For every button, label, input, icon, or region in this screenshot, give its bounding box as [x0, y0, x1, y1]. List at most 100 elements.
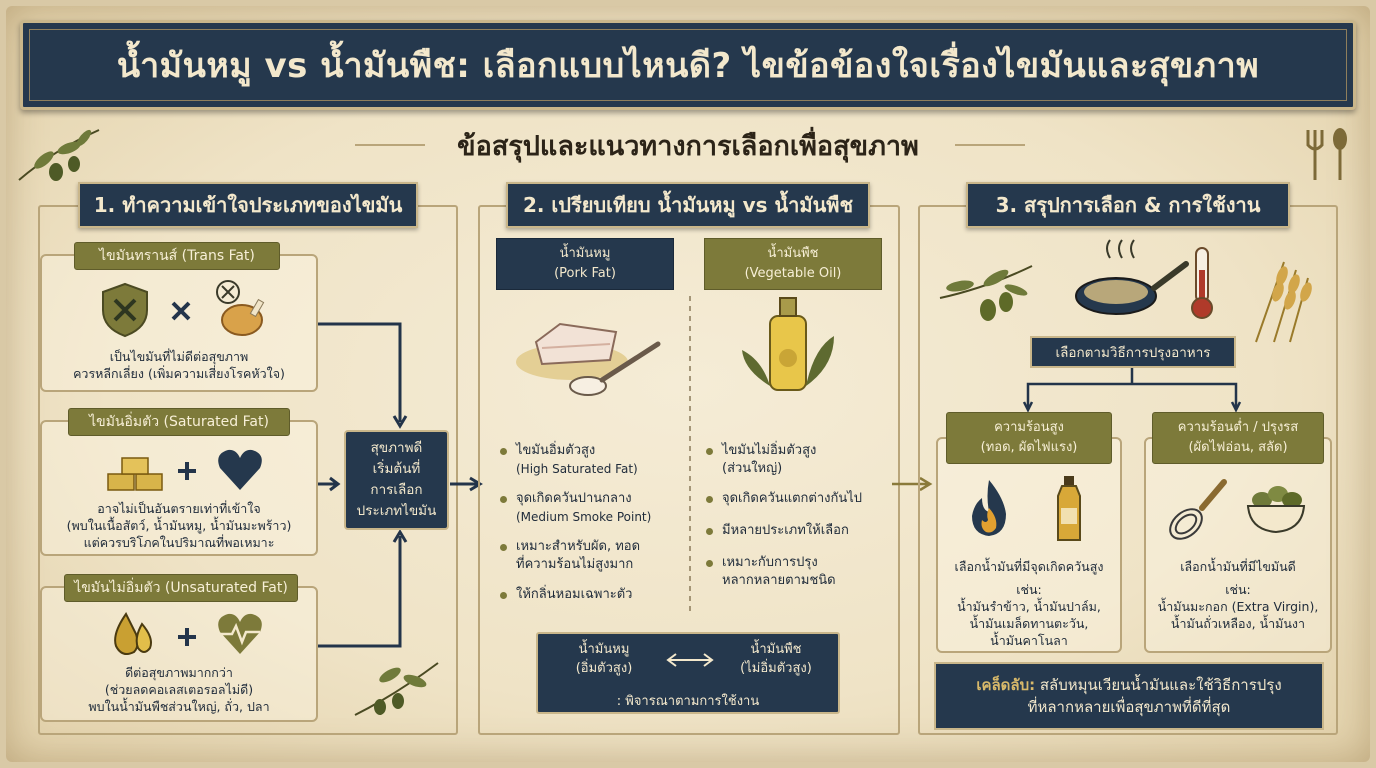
pork-bullet-1-main: ไขมันอิ่มตัวสูง: [516, 443, 596, 458]
butter-blocks-icon: [107, 457, 163, 491]
subtitle-rule-left: [355, 144, 425, 146]
low-heat-ex-2: น้ำมันถั่วเหลือง, น้ำมันงา: [1170, 616, 1306, 631]
saturated-fat-card: ไขมันอิ่มตัว (Saturated Fat) อาจไม่เป็นอ…: [40, 408, 318, 556]
column1-heading: 1. ทำความเข้าใจประเภทของไขมัน: [66, 182, 430, 230]
high-heat-sub: (ทอด, ผัดไฟแรง): [980, 440, 1078, 455]
saturated-fat-tag: ไขมันอิ่มตัว (Saturated Fat): [68, 408, 290, 436]
compare-right: น้ำมันพืช (ไม่อิ่มตัวสูง): [724, 640, 828, 678]
column3-heading: 3. สรุปการเลือก & การใช้งาน: [954, 182, 1302, 230]
frying-pan-icon: [1075, 239, 1189, 315]
unsaturated-fat-line-1: ดีต่อสุขภาพมากกว่า: [125, 665, 233, 680]
subtitle: ข้อสรุปและแนวทางการเลือกเพื่อสุขภาพ: [457, 131, 919, 162]
high-heat-title: ความร้อนสูง: [994, 420, 1064, 435]
pork-bullet: เหมาะสำหรับผัด, ทอดที่ความร้อนไม่สูงมาก: [500, 538, 684, 574]
trans-fat-desc: เป็นไขมันที่ไม่ดีต่อสุขภาพ ควรหลีกเลี่ยง…: [42, 348, 316, 382]
pork-bullet-2-sub: (Medium Smoke Point): [516, 510, 652, 524]
unsaturated-fat-desc: ดีต่อสุขภาพมากกว่า (ช่วยลดคอเลสเตอรอลไม่…: [42, 664, 316, 715]
double-arrow-icon: [666, 653, 714, 667]
high-heat-tag: ความร้อนสูง (ทอด, ผัดไฟแรง): [946, 412, 1112, 464]
veg-bullet: เหมาะกับการปรุงหลากหลายตามชนิด: [706, 554, 892, 590]
veg-bullet-3-main: มีหลายประเภทให้เลือก: [722, 523, 849, 538]
pork-fat-bullets: ไขมันอิ่มตัวสูง(High Saturated Fat) จุดเ…: [500, 442, 684, 616]
low-heat-card: [1144, 437, 1332, 653]
plus-icon: [178, 462, 196, 480]
veg-bullet-4-main: เหมาะกับการปรุง: [722, 555, 818, 570]
pork-fat-tag: น้ำมันหมู (Pork Fat): [496, 238, 674, 290]
unsaturated-fat-line-2: (ช่วยลดคอเลสเตอรอลไม่ดี): [104, 682, 254, 697]
olive-branch-icon: [18, 129, 100, 181]
vegetable-oil-title: น้ำมันพืช: [767, 246, 819, 261]
pork-bullet-3-main: เหมาะสำหรับผัด, ทอด: [516, 539, 641, 554]
trans-fat-card: ไขมันทรานส์ (Trans Fat) เป็นไขมันที่ไม่ด…: [40, 242, 318, 392]
center-summary-box: สุขภาพดี เริ่มต้นที่ การเลือก ประเภทไขมั…: [344, 430, 449, 530]
tip-banner: เคล็ดลับ: สลับหมุนเวียนน้ำมันและใช้วิธีก…: [924, 662, 1334, 730]
high-heat-card: [936, 437, 1122, 653]
column2-heading: 2. เปรียบเทียบ น้ำมันหมู vs น้ำมันพืช: [494, 182, 882, 230]
veg-bullet-1-main: ไขมันไม่อิ่มตัวสูง: [722, 443, 817, 458]
low-heat-desc: เลือกน้ำมันที่มีไขมันดี เช่น: น้ำมันมะกอ…: [1146, 558, 1330, 632]
vegetable-oil-sub: (Vegetable Oil): [744, 266, 842, 281]
compare-left-title: น้ำมันหมู: [578, 642, 630, 657]
low-heat-sub: (ผัดไฟอ่อน, สลัด): [1188, 440, 1288, 455]
veg-bullet-1-sub: (ส่วนใหญ่): [722, 461, 783, 476]
tip-text-2: ที่หลากหลายเพื่อสุขภาพที่ดีที่สุด: [1027, 698, 1231, 716]
high-heat-choose: เลือกน้ำมันที่มีจุดเกิดควันสูง: [954, 559, 1104, 574]
pork-bullet: ไขมันอิ่มตัวสูง(High Saturated Fat): [500, 442, 684, 478]
wheat-icon: [1255, 261, 1312, 343]
vegetable-oil-icon: [742, 297, 834, 391]
heart-icon: [218, 449, 262, 490]
saturated-fat-desc: อาจไม่เป็นอันตรายเท่าที่เข้าใจ (พบในเนื้…: [42, 500, 316, 551]
oil-drops-icon: [114, 612, 152, 655]
subtitle-rule-right: [955, 144, 1025, 146]
veg-bullet: จุดเกิดควันแตกต่างกันไป: [706, 490, 892, 508]
plus-icon: [178, 628, 196, 646]
low-heat-ex-1: น้ำมันมะกอก (Extra Virgin),: [1157, 599, 1319, 614]
veg-bullet: มีหลายประเภทให้เลือก: [706, 522, 892, 540]
pork-bullet-2-main: จุดเกิดควันปานกลาง: [516, 491, 632, 506]
unsaturated-fat-tag: ไขมันไม่อิ่มตัว (Unsaturated Fat): [64, 574, 298, 602]
pork-bullet-4-main: ให้กลิ่นหอมเฉพาะตัว: [516, 587, 633, 602]
pork-bullet: จุดเกิดควันปานกลาง (Medium Smoke Point): [500, 490, 684, 526]
compare-note: : พิจารณาตามการใช้งาน: [616, 694, 760, 709]
compare-right-sub: (ไม่อิ่มตัวสูง): [740, 661, 812, 676]
low-heat-title: ความร้อนต่ำ / ปรุงรส: [1177, 420, 1299, 435]
pork-fat-sub: (Pork Fat): [554, 266, 616, 281]
oil-bottle-icon: [1057, 476, 1081, 541]
comparison-box: น้ำมันหมู (อิ่มตัวสูง) น้ำมันพืช (ไม่อิ่…: [536, 632, 840, 714]
fried-chicken-icon: [216, 280, 265, 336]
high-heat-desc: เลือกน้ำมันที่มีจุดเกิดควันสูง เช่น: น้ำ…: [940, 558, 1118, 649]
compare-left: น้ำมันหมู (อิ่มตัวสูง): [552, 640, 656, 678]
thermometer-icon: [1191, 247, 1213, 319]
trans-fat-line-2: ควรหลีกเลี่ยง (เพิ่มความเสี่ยงโรคหัวใจ): [73, 366, 285, 381]
low-heat-ex-label: เช่น:: [1225, 582, 1251, 597]
low-heat-tag: ความร้อนต่ำ / ปรุงรส (ผัดไฟอ่อน, สลัด): [1152, 412, 1324, 464]
pork-bullet-3-sub: ที่ความร้อนไม่สูงมาก: [516, 557, 634, 572]
low-heat-choose: เลือกน้ำมันที่มีไขมันดี: [1180, 559, 1296, 574]
connector-arrows: [318, 322, 483, 648]
cooking-method-box: เลือกตามวิธีการปรุงอาหาร: [1030, 336, 1236, 368]
pork-fat-icon: [516, 322, 661, 396]
utensils-icon: [1306, 128, 1347, 180]
title-banner: น้ำมันหมู vs น้ำมันพืช: เลือกแบบไหนดี? ไ…: [20, 20, 1356, 110]
veg-bullet-2-main: จุดเกิดควันแตกต่างกันไป: [722, 491, 863, 506]
saturated-fat-line-2: (พบในเนื้อสัตว์, น้ำมันหมู, น้ำมันมะพร้า…: [66, 518, 292, 533]
unsaturated-fat-line-3: พบในน้ำมันพืชส่วนใหญ่, ถั่ว, ปลา: [88, 699, 270, 714]
center-summary-text: สุขภาพดี เริ่มต้นที่ การเลือก ประเภทไขมั…: [356, 440, 437, 519]
pork-fat-title: น้ำมันหมู: [559, 246, 611, 261]
tip-text-1: สลับหมุนเวียนน้ำมันและใช้วิธีการปรุง: [1039, 676, 1282, 694]
high-heat-ex-label: เช่น:: [1016, 582, 1042, 597]
pork-bullet: ให้กลิ่นหอมเฉพาะตัว: [500, 586, 684, 604]
high-heat-ex-1: น้ำมันรำข้าว, น้ำมันปาล์ม,: [957, 599, 1101, 614]
salad-bowl-icon: [1246, 486, 1306, 534]
trans-fat-line-1: เป็นไขมันที่ไม่ดีต่อสุขภาพ: [109, 349, 249, 364]
tip-line-1: เคล็ดลับ: สลับหมุนเวียนน้ำมันและใช้วิธีก…: [936, 674, 1322, 696]
olive-branch-icon: [939, 265, 1033, 321]
trans-fat-tag: ไขมันทรานส์ (Trans Fat): [74, 242, 280, 270]
whisk-icon: [1169, 479, 1227, 540]
vegetable-oil-tag: น้ำมันพืช (Vegetable Oil): [704, 238, 882, 290]
compare-left-sub: (อิ่มตัวสูง): [575, 661, 633, 676]
saturated-fat-line-1: อาจไม่เป็นอันตรายเท่าที่เข้าใจ: [97, 501, 261, 516]
compare-right-title: น้ำมันพืช: [750, 642, 802, 657]
high-heat-ex-2: น้ำมันเมล็ดทานตะวัน,: [969, 616, 1089, 631]
arrow-to-col3: [892, 476, 933, 492]
